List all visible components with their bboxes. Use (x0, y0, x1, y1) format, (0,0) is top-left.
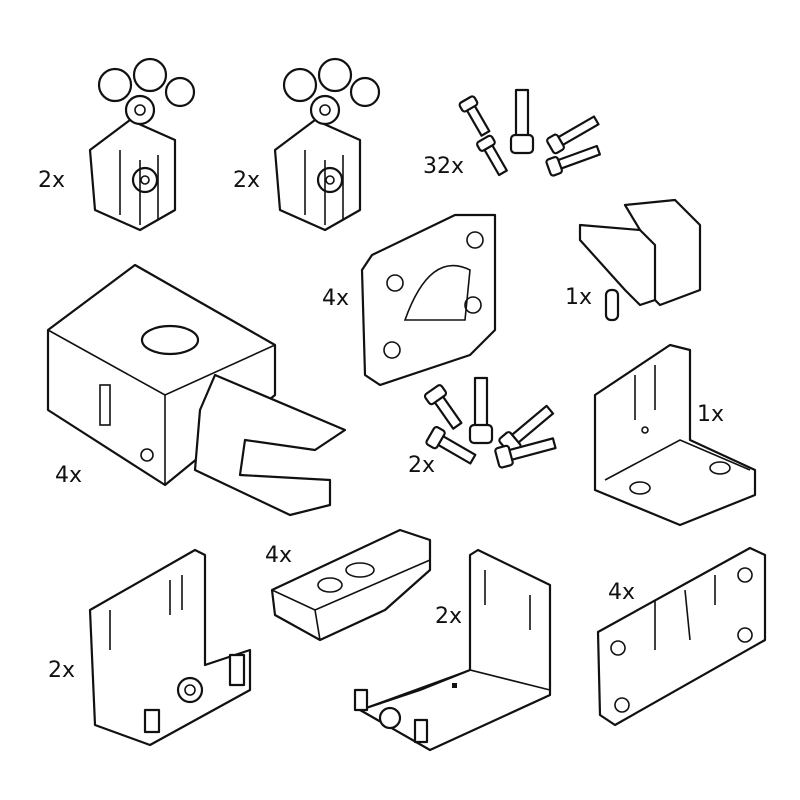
u-bracket-b (353, 548, 552, 752)
quantity-label: 1x (697, 402, 725, 427)
quantity-label: 4x (322, 286, 350, 311)
clamp-block (270, 528, 432, 642)
soft-close-damper (46, 263, 347, 517)
u-bracket-a (88, 548, 252, 747)
quantity-label: 4x (608, 580, 636, 605)
quantity-label: 32x (423, 154, 465, 179)
quantity-label: 4x (55, 463, 83, 488)
quantity-label: 2x (38, 168, 66, 193)
small-screws (458, 88, 602, 177)
quantity-label: 2x (435, 604, 463, 629)
quantity-label: 1x (565, 285, 593, 310)
quantity-label: 2x (408, 453, 436, 478)
large-screws (423, 376, 557, 469)
quantity-label: 2x (233, 168, 261, 193)
roller-carriage-a (88, 57, 196, 232)
roller-carriage-b (273, 57, 381, 232)
quantity-label: 2x (48, 658, 76, 683)
mounting-plate (596, 546, 767, 727)
angle-bracket (593, 343, 757, 527)
stopper-block (578, 198, 702, 322)
square-plate (360, 213, 497, 387)
quantity-label: 4x (265, 543, 293, 568)
